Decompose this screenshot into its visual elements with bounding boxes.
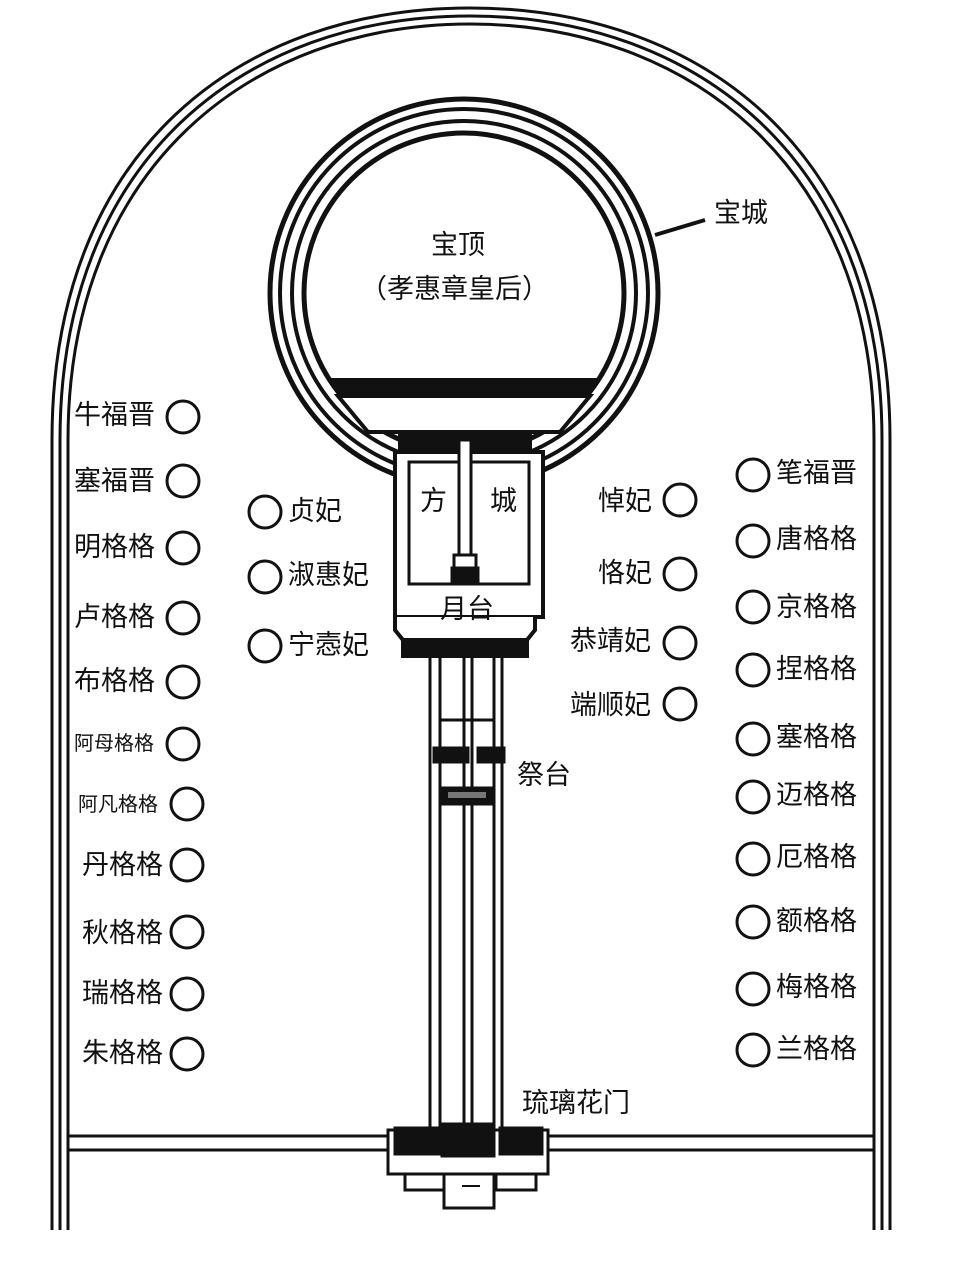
circle-icon	[735, 1032, 771, 1068]
circle-icon	[165, 399, 201, 435]
jitai-altar	[432, 746, 506, 806]
tomb-right-outer-2: 唐格格	[776, 524, 857, 555]
circle-icon	[165, 664, 201, 700]
fangcheng	[393, 434, 545, 658]
tomb-left-outer-2: 塞福晋	[74, 466, 155, 497]
circle-icon	[165, 600, 201, 636]
label-fangcheng-right: 城	[490, 486, 517, 517]
mound-base	[326, 378, 602, 434]
circle-icon	[169, 1036, 205, 1072]
circle-icon	[165, 463, 201, 499]
baocheng-pointer	[654, 218, 706, 237]
tomb-right-outer-9: 梅格格	[776, 972, 857, 1003]
tomb-right-outer-3: 京格格	[776, 592, 857, 623]
circle-icon	[735, 523, 771, 559]
spirit-path	[428, 656, 504, 1128]
tomb-right-outer-10: 兰格格	[776, 1034, 857, 1065]
circle-icon	[662, 625, 698, 661]
label-liuli-huamen: 琉璃花门	[522, 1088, 630, 1119]
circle-icon	[247, 628, 283, 664]
tomb-right-inner-1: 悼妃	[598, 486, 652, 517]
tomb-right-inner-3: 恭靖妃	[570, 626, 651, 657]
tomb-right-outer-6: 迈格格	[776, 780, 857, 811]
circle-icon	[169, 786, 205, 822]
circle-icon	[735, 652, 771, 688]
tomb-left-outer-6: 阿母格格	[74, 731, 154, 755]
circle-icon	[662, 686, 698, 722]
circle-icon	[662, 482, 698, 518]
label-baoding-note: （孝惠章皇后）	[360, 274, 549, 305]
tomb-left-outer-11: 朱格格	[82, 1038, 163, 1069]
circle-icon	[735, 779, 771, 815]
tomb-left-outer-8: 丹格格	[82, 850, 163, 881]
circle-icon	[169, 847, 205, 883]
circle-icon	[247, 494, 283, 530]
tomb-markers	[165, 399, 771, 1072]
tomb-left-inner-1: 贞妃	[288, 496, 342, 527]
label-baoding: 宝顶	[431, 230, 485, 261]
tomb-left-outer-9: 秋格格	[82, 918, 163, 949]
circle-icon	[165, 726, 201, 762]
circle-icon	[169, 914, 205, 950]
tomb-left-inner-3: 宁悫妃	[288, 630, 369, 661]
tomb-right-outer-1: 笔福晋	[776, 458, 857, 489]
tomb-left-outer-5: 布格格	[74, 666, 155, 697]
tomb-left-outer-1: 牛福晋	[74, 400, 155, 431]
label-jitai: 祭台	[517, 760, 571, 791]
tomb-right-outer-7: 厄格格	[776, 842, 857, 873]
circle-icon	[735, 841, 771, 877]
circle-icon	[735, 971, 771, 1007]
label-fangcheng-left: 方	[420, 486, 447, 517]
tomb-left-outer-3: 明格格	[74, 532, 155, 563]
liuli-huamen-gate	[386, 1122, 550, 1210]
tomb-right-outer-8: 额格格	[776, 906, 857, 937]
circle-icon	[662, 556, 698, 592]
outer-wall	[50, 6, 892, 1230]
circle-icon	[169, 976, 205, 1012]
circle-icon	[735, 904, 771, 940]
label-baocheng: 宝城	[714, 198, 768, 229]
circle-icon	[735, 589, 771, 625]
circle-icon	[735, 721, 771, 757]
tomb-right-inner-2: 恪妃	[598, 558, 652, 589]
label-yuetai: 月台	[440, 594, 494, 625]
tomb-right-outer-5: 塞格格	[776, 722, 857, 753]
tomb-right-inner-4: 端顺妃	[570, 690, 651, 721]
tomb-left-inner-2: 淑惠妃	[288, 560, 369, 591]
circle-icon	[247, 559, 283, 595]
tomb-left-outer-4: 卢格格	[74, 602, 155, 633]
tomb-left-outer-7: 阿凡格格	[78, 792, 158, 816]
circle-icon	[165, 530, 201, 566]
tomb-left-outer-10: 瑞格格	[82, 978, 163, 1009]
tomb-right-outer-4: 捏格格	[776, 654, 857, 685]
circle-icon	[735, 457, 771, 493]
